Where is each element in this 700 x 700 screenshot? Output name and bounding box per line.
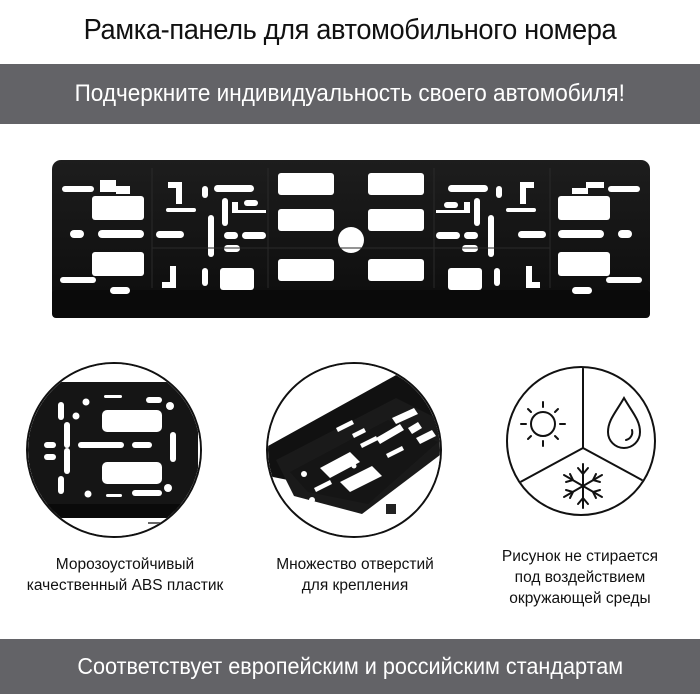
caption-line: Множество отверстий <box>276 556 434 573</box>
snowflake-icon <box>563 463 603 509</box>
water-drop-icon <box>606 395 642 449</box>
weather-sun-rain-snow-icon <box>512 368 654 509</box>
plate-frame-angle-icon <box>268 364 440 536</box>
feature-angle-image <box>266 362 442 538</box>
top-banner-text: Подчеркните индивидуальность своего авто… <box>74 80 626 107</box>
top-banner: Подчеркните индивидуальность своего авто… <box>0 64 700 124</box>
bottom-banner-text: Соответствует европейским и российским с… <box>77 653 623 679</box>
feature-caption-1: Морозоустойчивый качественный ABS пласти… <box>20 554 230 596</box>
caption-line: окружающей среды <box>509 590 651 607</box>
feature-caption-3: Рисунок не стирается под воздействием ок… <box>470 546 690 609</box>
feature-closeup-image <box>26 362 202 538</box>
caption-line: качественный ABS пластик <box>26 577 224 594</box>
sun-icon <box>520 401 566 447</box>
caption-line: Рисунок не стирается <box>501 548 659 565</box>
caption-line: под воздействием <box>514 569 646 586</box>
license-plate-frame-image <box>52 160 650 318</box>
feature-caption-2: Множество отверстий для крепления <box>250 554 460 596</box>
bottom-banner: Соответствует европейским и российским с… <box>0 639 700 694</box>
caption-line: для крепления <box>301 577 409 594</box>
page-title: Рамка-панель для автомобильного номера <box>83 14 617 46</box>
plate-frame-closeup-icon <box>28 364 200 536</box>
feature-weather-icon <box>506 366 656 516</box>
caption-line: Морозоустойчивый <box>55 556 195 573</box>
